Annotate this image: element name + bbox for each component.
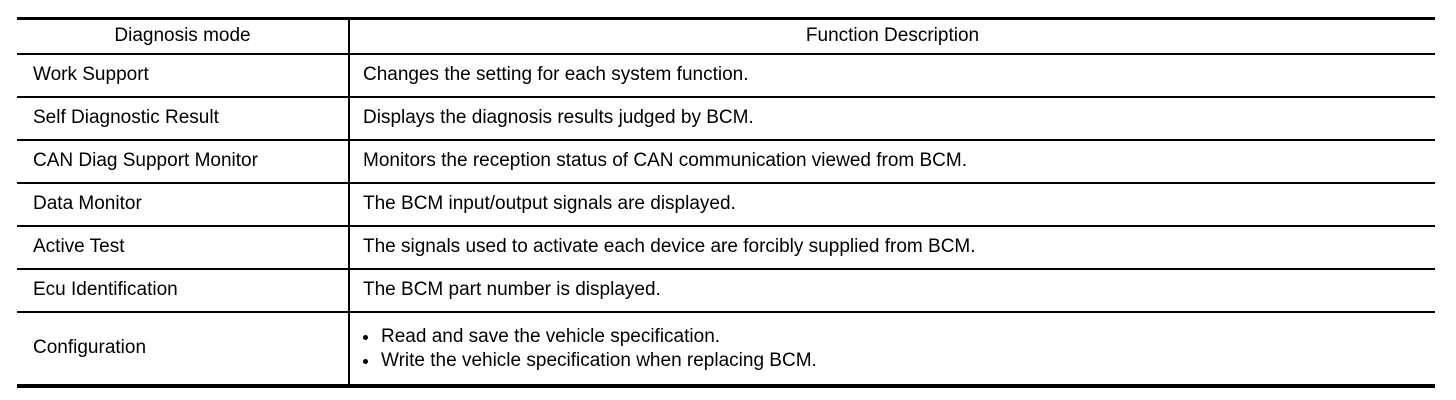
diagnosis-mode-cell: Ecu Identification [17, 270, 350, 311]
diagnosis-mode-label: Self Diagnostic Result [33, 107, 219, 129]
diagnosis-mode-label: CAN Diag Support Monitor [33, 150, 258, 172]
diagnosis-mode-label: Data Monitor [33, 193, 142, 215]
bullet-icon [363, 358, 368, 364]
diagnosis-mode-cell: Work Support [17, 55, 350, 96]
diagnosis-mode-label: Work Support [33, 64, 149, 86]
function-description-text: The signals used to activate each device… [363, 236, 976, 258]
function-description-cell: Monitors the reception status of CAN com… [350, 141, 1435, 182]
table-row: Ecu Identification The BCM part number i… [17, 268, 1435, 311]
function-description-text: The BCM part number is displayed. [363, 279, 661, 301]
diagnosis-mode-cell: Data Monitor [17, 184, 350, 225]
diagnosis-mode-table: Diagnosis mode Function Description Work… [17, 17, 1435, 388]
bullet-text: Write the vehicle specification when rep… [381, 349, 817, 371]
diagnosis-mode-label: Ecu Identification [33, 279, 178, 301]
configuration-bullet-list: Read and save the vehicle specification.… [363, 322, 1427, 376]
function-description-text: Displays the diagnosis results judged by… [363, 107, 754, 129]
function-description-text: Monitors the reception status of CAN com… [363, 150, 968, 172]
header-cell-function-description: Function Description [350, 20, 1435, 53]
diagnosis-mode-label: Configuration [33, 337, 147, 359]
table-row: Data Monitor The BCM input/output signal… [17, 182, 1435, 225]
diagnosis-mode-cell: Self Diagnostic Result [17, 98, 350, 139]
function-description-cell: The BCM part number is displayed. [350, 270, 1435, 311]
table-row: Work Support Changes the setting for eac… [17, 53, 1435, 96]
function-description-cell: The signals used to activate each device… [350, 227, 1435, 268]
table-row: Configuration Read and save the vehicle … [17, 311, 1435, 384]
table-row: CAN Diag Support Monitor Monitors the re… [17, 139, 1435, 182]
diagnosis-mode-label: Active Test [33, 236, 125, 258]
function-description-cell: Changes the setting for each system func… [350, 55, 1435, 96]
bullet-icon [363, 334, 368, 340]
table-row: Self Diagnostic Result Displays the diag… [17, 96, 1435, 139]
function-description-cell: The BCM input/output signals are display… [350, 184, 1435, 225]
function-description-cell: Read and save the vehicle specification.… [350, 313, 1435, 384]
header-label-diagnosis-mode: Diagnosis mode [114, 25, 251, 47]
list-item: Read and save the vehicle specification. [363, 325, 1427, 349]
header-cell-diagnosis-mode: Diagnosis mode [17, 20, 350, 53]
function-description-text: The BCM input/output signals are display… [363, 193, 736, 215]
diagnosis-mode-cell: Active Test [17, 227, 350, 268]
bullet-text: Read and save the vehicle specification. [381, 325, 721, 347]
table-row: Active Test The signals used to activate… [17, 225, 1435, 268]
header-label-function-description: Function Description [805, 25, 980, 47]
function-description-text: Changes the setting for each system func… [363, 64, 749, 86]
diagnosis-mode-cell: Configuration [17, 313, 350, 384]
list-item: Write the vehicle specification when rep… [363, 349, 1427, 373]
diagnosis-mode-cell: CAN Diag Support Monitor [17, 141, 350, 182]
table-header-row: Diagnosis mode Function Description [17, 20, 1435, 53]
function-description-cell: Displays the diagnosis results judged by… [350, 98, 1435, 139]
